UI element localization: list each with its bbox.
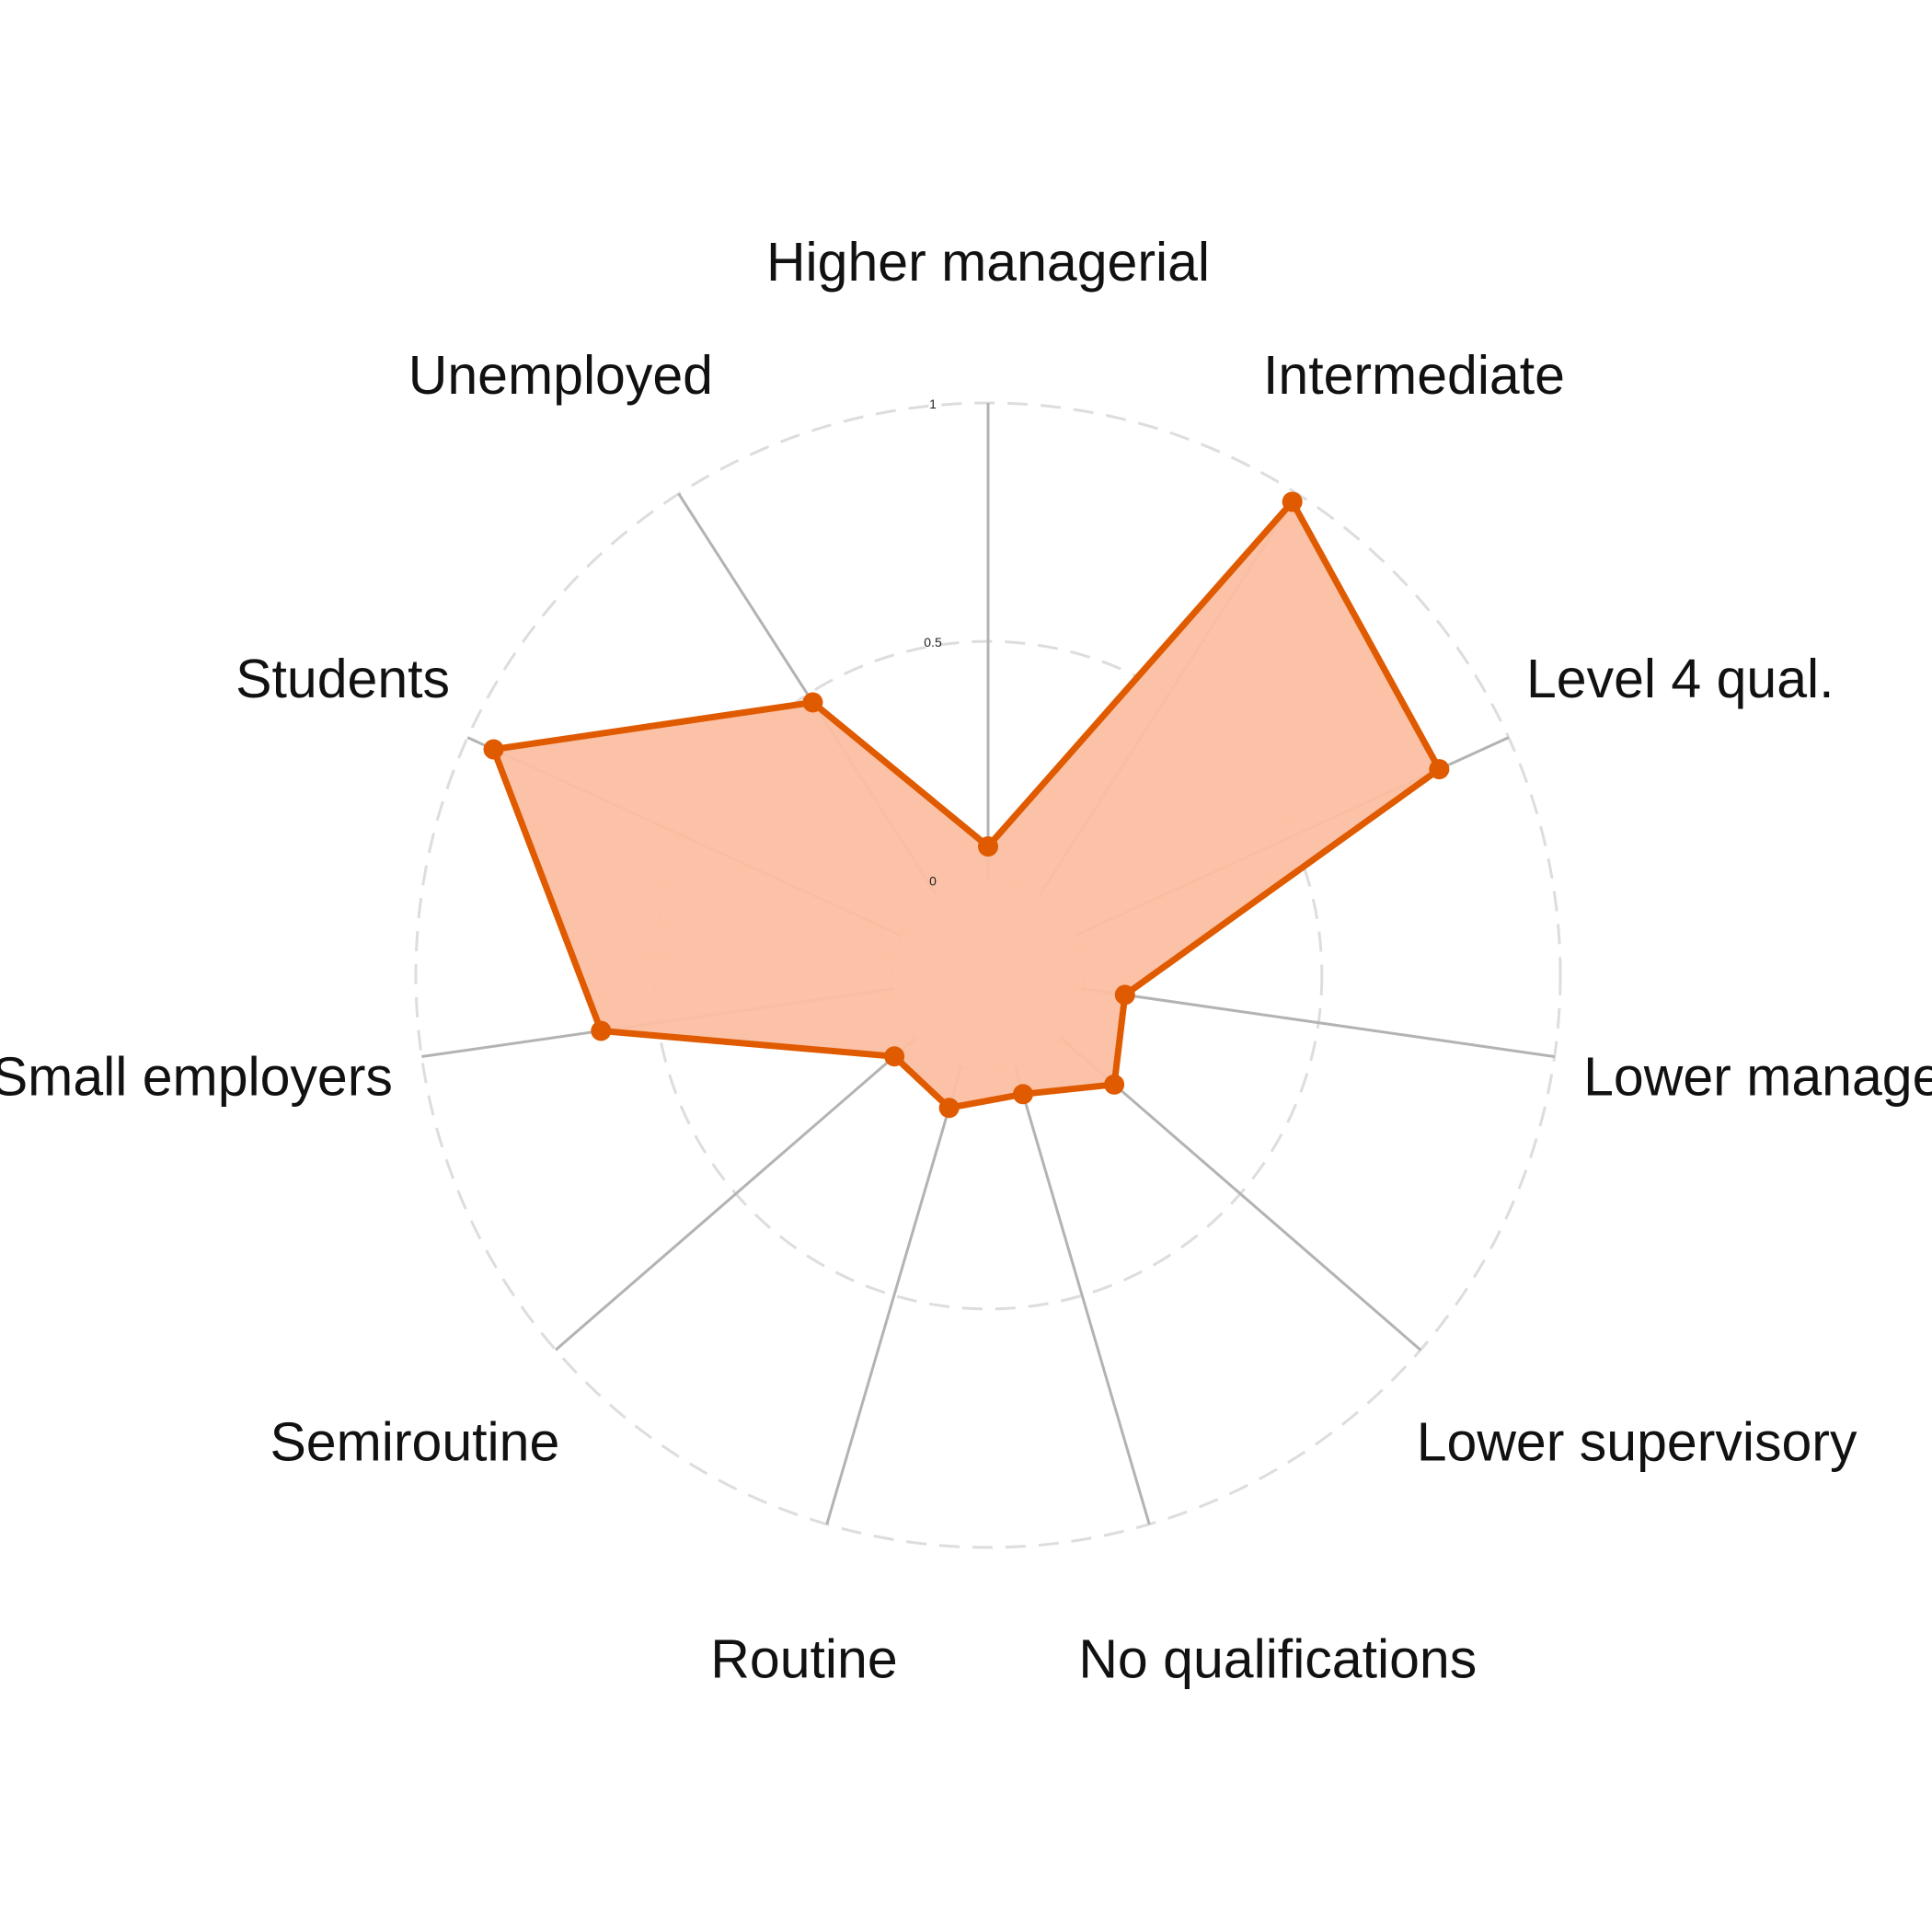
axis-label-routine: Routine [710,1629,897,1690]
axis-label-small-employers: Small employers [0,1046,393,1107]
axis-label-semiroutine: Semiroutine [270,1412,559,1473]
spoke-3 [1082,987,1555,1059]
series-area-0 [490,499,1443,1111]
data-point-8 [591,1020,612,1041]
data-point-2 [1429,759,1450,780]
data-point-4 [1104,1074,1125,1095]
data-point-0 [978,836,998,857]
axis-label-lower-supervisory: Lower supervisory [1417,1412,1857,1473]
spoke-5 [1013,1066,1151,1525]
data-point-5 [1012,1084,1033,1105]
axis-label-unemployed: Unemployed [408,345,713,406]
data-point-1 [1282,491,1303,512]
spoke-7 [554,1036,917,1351]
tick-label-0: 0 [929,873,937,888]
data-point-7 [884,1046,905,1067]
axis-label-students: Students [236,649,450,709]
data-point-10 [802,692,823,713]
tick-label-0-5: 0.5 [924,635,942,650]
tick-labels: 00.51 [924,397,942,888]
spoke-6 [825,1066,963,1525]
axis-label-higher-managerial: Higher managerial [766,232,1210,293]
series-layer [483,491,1450,1119]
axis-label-no-qualifications: No qualifications [1078,1629,1477,1690]
axis-label-lower-managerial: Lower managerial [1583,1046,1932,1107]
axis-label-level-4-qual: Level 4 qual. [1526,649,1834,709]
data-point-3 [1114,984,1135,1006]
data-point-6 [938,1098,960,1119]
tick-label-1: 1 [929,397,937,411]
axis-label-intermediate: Intermediate [1263,345,1565,406]
data-point-9 [483,739,504,760]
